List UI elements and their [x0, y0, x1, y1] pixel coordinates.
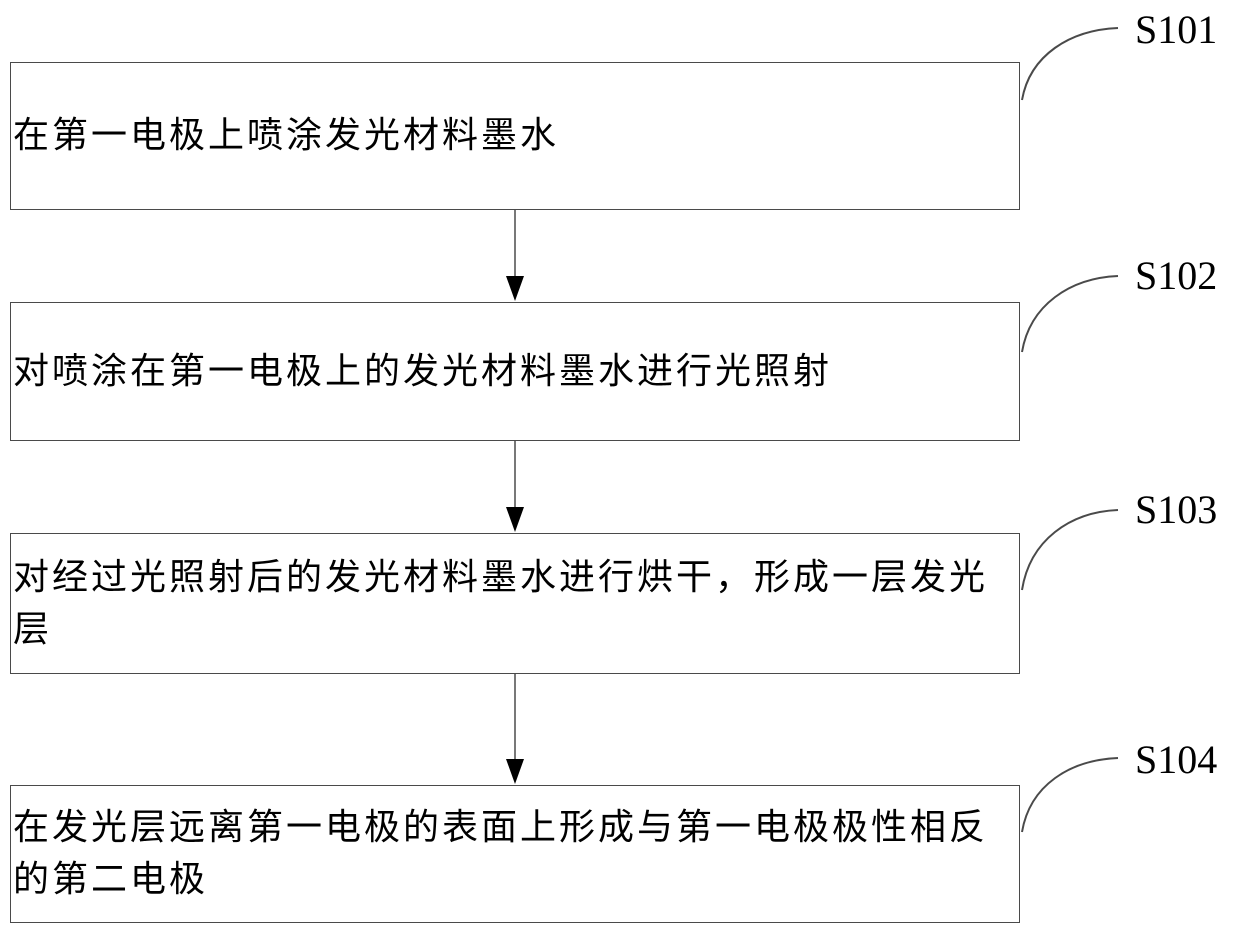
- step-label-s101: S101: [1135, 10, 1217, 50]
- step-box-s102: 对喷涂在第一电极上的发光材料墨水进行光照射: [10, 302, 1020, 441]
- leader-curve-s103: [1022, 510, 1118, 590]
- step-text-s104: 在发光层远离第一电极的表面上形成与第一电极极性相反的第二电极: [11, 802, 1019, 906]
- step-box-s104: 在发光层远离第一电极的表面上形成与第一电极极性相反的第二电极: [10, 785, 1020, 923]
- leader-curve-s101: [1022, 28, 1118, 100]
- step-text-s102: 对喷涂在第一电极上的发光材料墨水进行光照射: [11, 346, 834, 398]
- step-text-s103: 对经过光照射后的发光材料墨水进行烘干，形成一层发光层: [11, 552, 1019, 656]
- step-label-s102: S102: [1135, 256, 1217, 296]
- step-label-s104: S104: [1135, 740, 1217, 780]
- step-box-s103: 对经过光照射后的发光材料墨水进行烘干，形成一层发光层: [10, 533, 1020, 674]
- arrow-head-1: [506, 276, 524, 301]
- step-box-s101: 在第一电极上喷涂发光材料墨水: [10, 62, 1020, 210]
- step-text-s101: 在第一电极上喷涂发光材料墨水: [11, 110, 561, 162]
- leader-curve-s102: [1022, 276, 1118, 352]
- step-label-s103: S103: [1135, 490, 1217, 530]
- arrow-head-2: [506, 507, 524, 532]
- leader-curve-s104: [1022, 758, 1118, 832]
- arrow-head-3: [506, 759, 524, 784]
